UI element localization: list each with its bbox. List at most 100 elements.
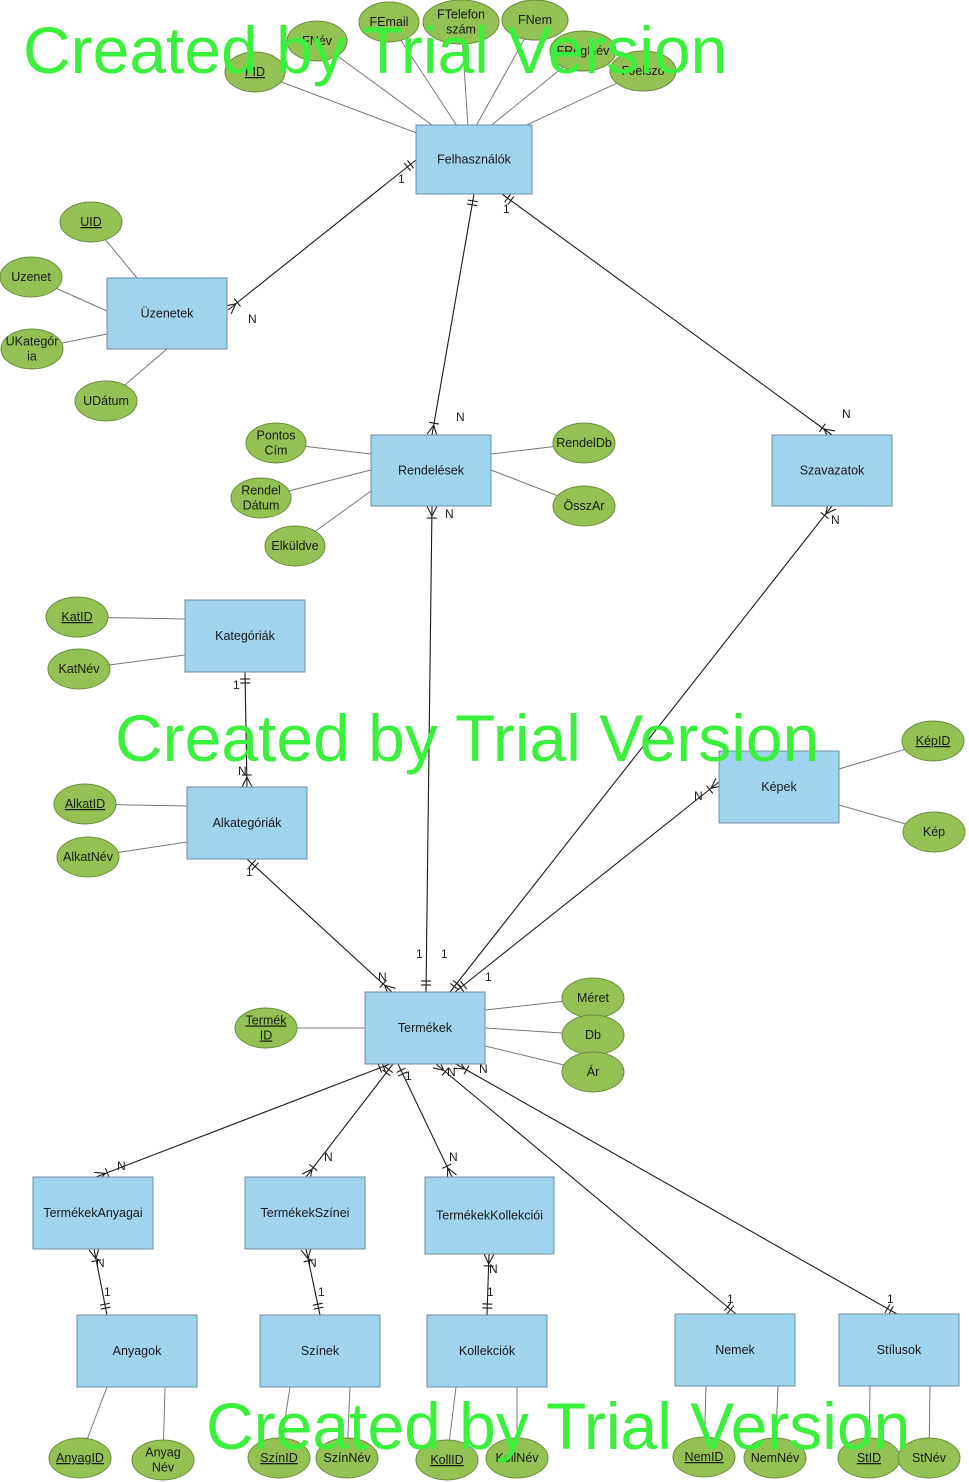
- one-mark: [467, 199, 478, 203]
- entity-termekekanyagai[interactable]: TermékekAnyagai: [32, 1176, 154, 1250]
- cardinality-label: N: [447, 1065, 456, 1079]
- attribute-uid[interactable]: UID: [59, 201, 123, 243]
- attribute-kép[interactable]: Kép: [902, 811, 966, 853]
- attribute-összar[interactable]: ÖsszAr: [552, 485, 616, 527]
- attribute-femail[interactable]: FEmail: [358, 1, 420, 43]
- crows-foot-mark: [246, 776, 253, 788]
- entity-kepek[interactable]: Képek: [718, 750, 840, 824]
- entity-termekekkollekcioi[interactable]: TermékekKollekciói: [424, 1176, 555, 1255]
- relationship-termekekanyagai-anyagok: [88, 1247, 111, 1316]
- entity-szavazatok[interactable]: Szavazatok: [771, 434, 893, 507]
- attribute-ellipse: [234, 1007, 298, 1049]
- attribute-ellipse: [247, 1437, 311, 1479]
- attribute-db[interactable]: Db: [561, 1014, 625, 1056]
- attribute-ellipse: [315, 1437, 379, 1479]
- attribute-ellipse: [743, 1437, 807, 1479]
- attribute-katnév[interactable]: KatNév: [47, 648, 111, 690]
- attribute-ellipse: [59, 201, 123, 243]
- entity-label: Nemek: [715, 1343, 755, 1357]
- attribute-label: AlkatNév: [63, 850, 114, 864]
- relationship-line: [305, 1063, 394, 1178]
- attribute-rendeldb[interactable]: RendelDb: [552, 422, 616, 464]
- relationship-line: [454, 781, 720, 993]
- attribute-alkatnév[interactable]: AlkatNév: [56, 836, 120, 878]
- attribute-fnév[interactable]: FNév: [286, 20, 348, 62]
- attribute-stnév[interactable]: StNév: [897, 1437, 961, 1479]
- relationship-line: [501, 193, 833, 436]
- attribute-label: NemID: [685, 1450, 724, 1464]
- attribute-színid[interactable]: SzínID: [247, 1437, 311, 1479]
- cardinality-label: 1: [233, 678, 240, 692]
- attribute-label: FTelefon: [437, 8, 485, 22]
- attribute-ellipse: [224, 51, 286, 93]
- attribute-fregnév[interactable]: FRegNév: [549, 30, 617, 72]
- relationship-line: [455, 1063, 898, 1315]
- one-mark: [99, 1302, 110, 1306]
- attribute-méret[interactable]: Méret: [561, 977, 625, 1019]
- attribute-fjelszó[interactable]: FJelszó: [609, 50, 677, 92]
- one-mark: [456, 983, 465, 992]
- attribute-ellipse: [902, 811, 966, 853]
- attribute-képid[interactable]: KépID: [901, 720, 965, 762]
- one-mark: [396, 1067, 406, 1073]
- crows-foot-mark: [95, 1247, 100, 1259]
- cardinality-label: 1: [405, 1069, 412, 1083]
- entity-termekekszinei[interactable]: TermékekSzínei: [244, 1176, 366, 1250]
- cardinality-label: N: [96, 1256, 105, 1270]
- attribute-udátum[interactable]: UDátum: [74, 380, 138, 422]
- attribute-ellipse: [609, 50, 677, 92]
- attribute-label: FNem: [518, 13, 552, 27]
- entity-uzenetek[interactable]: Üzenetek: [106, 277, 228, 350]
- attribute-elküldve[interactable]: Elküldve: [264, 525, 326, 567]
- relationship-kategoriak-alkategoriak: [240, 671, 253, 788]
- attribute-nemnév[interactable]: NemNév: [743, 1437, 807, 1479]
- attribute-label: UID: [80, 215, 102, 229]
- attribute-színnév[interactable]: SzínNév: [315, 1437, 379, 1479]
- attribute-kollnév[interactable]: KollNév: [485, 1437, 549, 1479]
- attribute-anyagid[interactable]: AnyagID: [48, 1437, 112, 1479]
- attribute-nemid[interactable]: NemID: [672, 1436, 736, 1478]
- attribute-kollid[interactable]: KollID: [415, 1439, 479, 1481]
- entity-nemek[interactable]: Nemek: [674, 1313, 796, 1387]
- attribute-alkatid[interactable]: AlkatID: [53, 783, 117, 825]
- entity-termekek[interactable]: Termékek: [364, 991, 486, 1065]
- crows-foot-mark: [483, 1253, 490, 1265]
- attribute-label: AlkatID: [65, 797, 105, 811]
- entity-label: Üzenetek: [141, 307, 195, 321]
- attribute-ellipse: [131, 1439, 195, 1481]
- cardinality-label: 1: [487, 1285, 494, 1299]
- attribute-label: FRegNév: [557, 44, 611, 58]
- entity-stilusok[interactable]: Stílusok: [838, 1313, 960, 1387]
- attribute-ár[interactable]: Ár: [561, 1051, 625, 1093]
- one-mark: [309, 1164, 318, 1171]
- attribute-ellipse: [245, 422, 307, 464]
- attribute-katid[interactable]: KatID: [45, 596, 109, 638]
- entity-rendelesek[interactable]: Rendelések: [370, 434, 492, 507]
- cardinality-label: N: [308, 1256, 317, 1270]
- attribute-fid[interactable]: FID: [224, 51, 286, 93]
- attribute-label: ÖsszAr: [564, 499, 605, 513]
- entity-alkategoriak[interactable]: Alkategóriák: [186, 786, 308, 860]
- entity-anyagok[interactable]: Anyagok: [76, 1314, 198, 1388]
- cardinality-label: N: [456, 410, 465, 424]
- cardinality-label: N: [449, 1150, 458, 1164]
- attribute-uzenet[interactable]: Uzenet: [0, 256, 63, 298]
- entity-felhasznalok[interactable]: Felhasználók: [415, 124, 533, 195]
- one-mark: [397, 1071, 408, 1077]
- entity-kategoriak[interactable]: Kategóriák: [184, 599, 306, 673]
- entity-szinek[interactable]: Színek: [259, 1314, 381, 1388]
- attribute-label: SzínNév: [323, 1451, 371, 1465]
- entity-label: TermékekSzínei: [261, 1206, 350, 1220]
- attribute-label: UDátum: [83, 394, 129, 408]
- cardinality-label: 1: [485, 970, 492, 984]
- attribute-fnem[interactable]: FNem: [501, 0, 569, 41]
- entity-kollekciok[interactable]: Kollekciók: [426, 1314, 548, 1388]
